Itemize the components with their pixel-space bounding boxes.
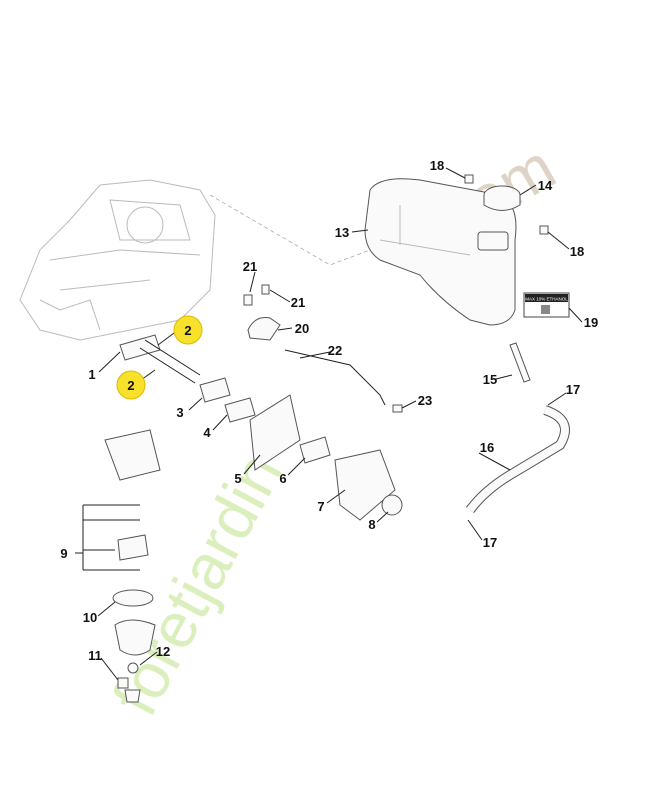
- callout-6: 6: [279, 471, 286, 486]
- callout-4: 4: [203, 425, 211, 440]
- callout-1: 1: [88, 367, 95, 382]
- callout-labels: 1 3 4 5 6 7 8 9 10 11 12 13 14 15 16 17 …: [60, 158, 598, 663]
- callout-13: 13: [335, 225, 349, 240]
- callout-22: 22: [328, 343, 342, 358]
- svg-text:2: 2: [127, 378, 134, 393]
- callout-11: 11: [88, 648, 102, 663]
- engine-block: [19, 179, 371, 341]
- fuel-decal: MAX 10% ETHANOL: [523, 292, 570, 318]
- callout-14: 14: [538, 178, 553, 193]
- callout-18b: 18: [570, 244, 584, 259]
- callout-18a: 18: [430, 158, 444, 173]
- callout-7: 7: [317, 499, 324, 514]
- callout-20: 20: [295, 321, 309, 336]
- svg-text:2: 2: [184, 323, 191, 338]
- svg-text:MAX 10% ETHANOL: MAX 10% ETHANOL: [525, 297, 568, 302]
- callout-17a: 17: [566, 382, 580, 397]
- callout-21b: 21: [291, 295, 305, 310]
- callout-15: 15: [483, 372, 497, 387]
- fuel-cap: [483, 185, 521, 211]
- callout-3: 3: [176, 405, 183, 420]
- callout-10: 10: [83, 610, 97, 625]
- callout-17b: 17: [483, 535, 497, 550]
- callout-16: 16: [480, 440, 494, 455]
- small-parts: [82, 174, 570, 703]
- callout-21a: 21: [243, 259, 257, 274]
- callout-2-highlight-b[interactable]: 2: [116, 370, 146, 400]
- callout-8: 8: [368, 517, 375, 532]
- leader-lines: [75, 167, 583, 681]
- callout-23: 23: [418, 393, 432, 408]
- fuel-tank: [364, 178, 517, 326]
- callout-12: 12: [156, 644, 170, 659]
- callout-19: 19: [584, 315, 598, 330]
- callout-5: 5: [234, 471, 241, 486]
- callout-2-highlight-a[interactable]: 2: [173, 315, 203, 345]
- callout-9: 9: [60, 546, 67, 561]
